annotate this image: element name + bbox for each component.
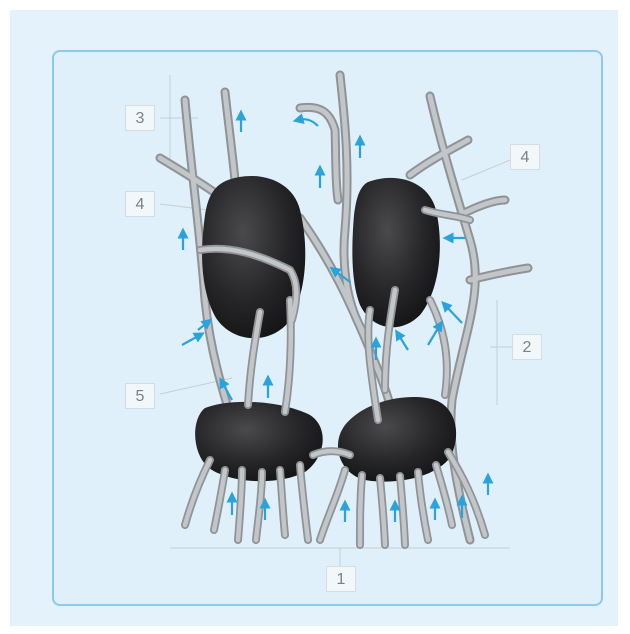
diag-arrow-icon — [182, 335, 200, 345]
diag-arrow-icon — [445, 305, 462, 323]
curved-arrow-icon — [298, 119, 318, 126]
label-2: 2 — [512, 334, 542, 360]
label-4-left: 4 — [125, 191, 155, 217]
diag-arrow-icon — [428, 325, 440, 345]
label-5: 5 — [125, 383, 155, 409]
diag-arrow-icon — [398, 334, 408, 350]
nodules — [195, 176, 456, 482]
label-4-right: 4 — [510, 144, 540, 170]
label-1: 1 — [326, 566, 356, 592]
label-3: 3 — [125, 105, 155, 131]
